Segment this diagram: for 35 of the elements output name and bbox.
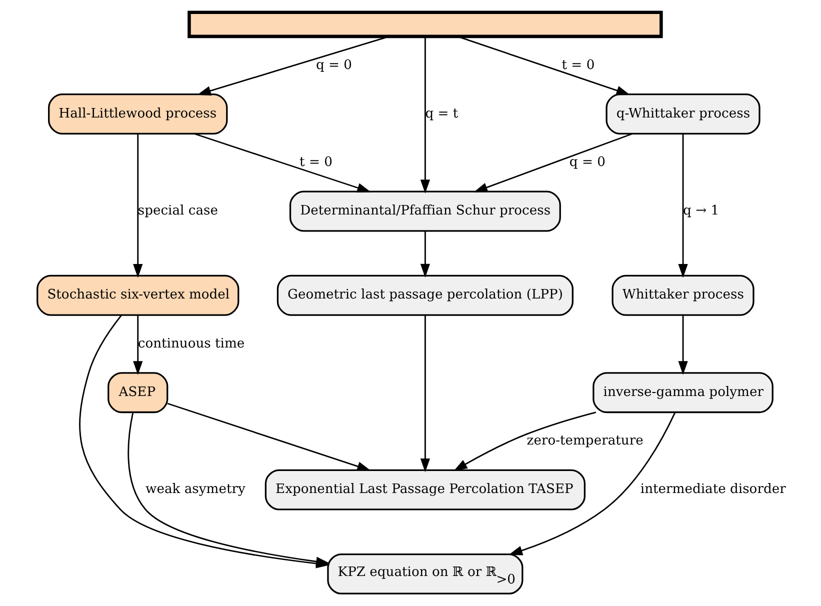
arrow [453, 412, 596, 472]
node-box: q-Whittaker process [605, 94, 760, 134]
edge-label: weak asymetry [145, 482, 245, 498]
arrow [420, 315, 430, 472]
edge-label: q = 0 [315, 58, 352, 73]
edge-label: special case [137, 204, 218, 219]
node-box: Stochastic six-vertex model [36, 274, 239, 316]
arrow [508, 412, 676, 556]
node-box: Determinantal/Pfaffian Schur process [288, 190, 560, 232]
edge-label: t = 0 [299, 155, 332, 170]
arrow [473, 133, 632, 192]
node-box [187, 10, 662, 38]
node-box: ASEP [107, 372, 168, 414]
node-box: inverse-gamma polymer [592, 372, 773, 414]
node-box: Hall-Littlewood process [48, 94, 228, 134]
edge-label: continuous time [137, 336, 244, 352]
arrow [457, 36, 630, 96]
arrow [420, 36, 430, 194]
arrow [196, 36, 389, 96]
arrow [132, 134, 142, 278]
edge-label: q → 1 [682, 204, 719, 219]
arrow [127, 412, 330, 566]
edge-label: intermediate disorder [640, 482, 786, 498]
arrow [678, 315, 688, 375]
node-box: Whittaker process [611, 274, 754, 316]
arrow [420, 230, 430, 278]
arrow [678, 134, 688, 278]
node-box: Geometric last passage percolation (LPP) [276, 274, 574, 316]
edge-label: q = 0 [568, 155, 605, 170]
arrow [166, 402, 370, 472]
node-box: Exponential Last Passage Percolation TASEP [264, 469, 586, 510]
arrow [132, 315, 142, 375]
edge-label: t = 0 [561, 58, 594, 73]
edge-label: zero-temperature [526, 434, 643, 449]
arrow [194, 133, 370, 192]
